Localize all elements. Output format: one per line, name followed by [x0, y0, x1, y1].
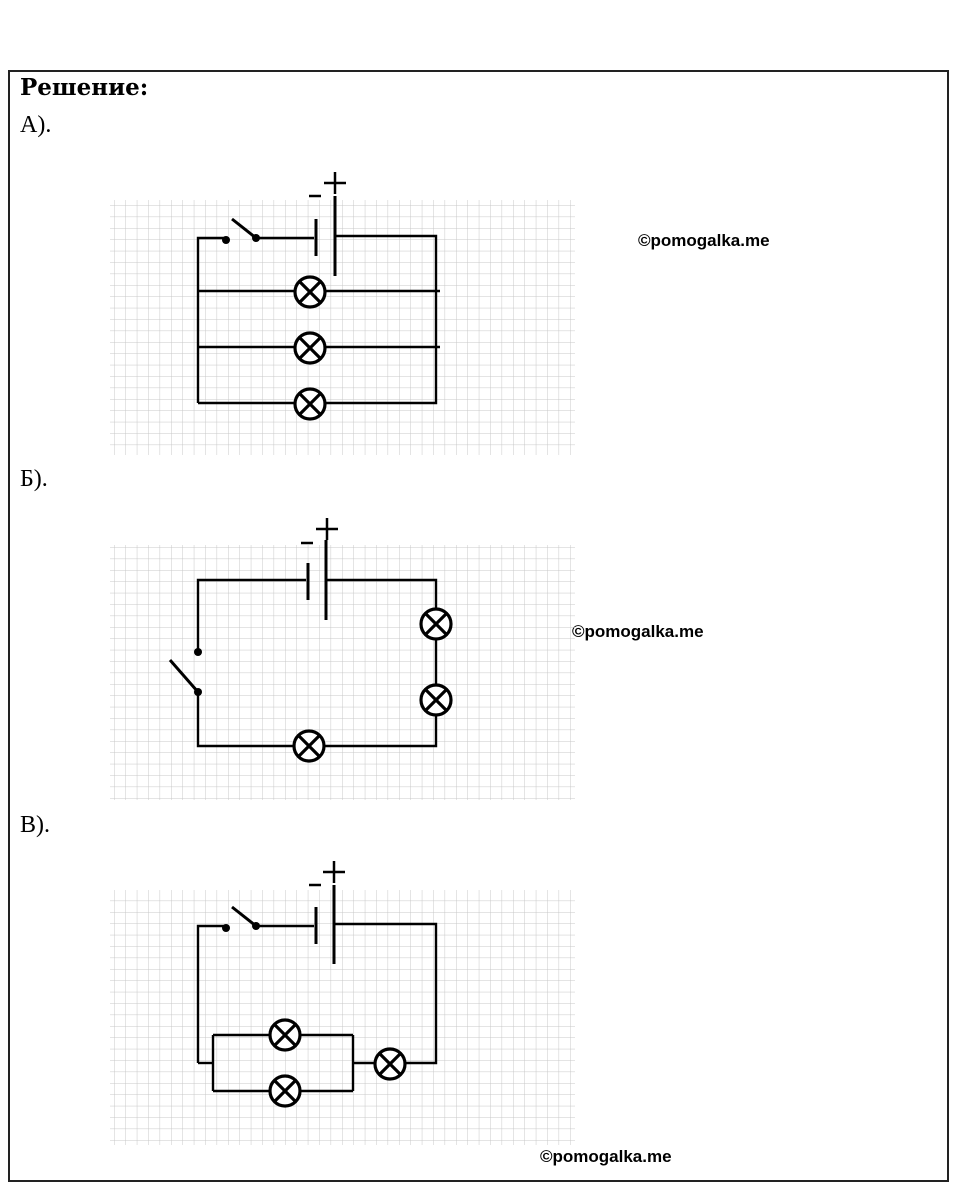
grid-background-a [110, 200, 575, 455]
watermark-a: ©pomogalka.me [638, 231, 770, 250]
grid-background-c [110, 890, 575, 1145]
part-c-label: В). [20, 812, 50, 838]
lamp-icon [419, 683, 453, 717]
battery-icon [309, 861, 345, 964]
watermark-c: ©pomogalka.me [540, 1147, 672, 1166]
lamp-icon [268, 1018, 302, 1052]
switch-icon [168, 648, 202, 696]
lamp-icon [268, 1074, 302, 1108]
lamp-icon [373, 1047, 407, 1081]
lamp-icon [293, 387, 327, 421]
lamp-icon [293, 275, 327, 309]
watermark-b: ©pomogalka.me [572, 622, 704, 641]
solution-frame [8, 70, 949, 1182]
circuit-b [196, 578, 438, 748]
grid-background-b [110, 545, 575, 800]
solution-heading: Решение: [20, 74, 149, 101]
lamp-icon [293, 331, 327, 365]
part-b-label: Б). [20, 466, 48, 492]
lamp-icon [419, 607, 453, 641]
switch-icon [222, 905, 260, 932]
switch-icon [222, 217, 260, 244]
lamp-icon [292, 729, 326, 763]
battery-icon [309, 172, 346, 276]
circuit-a [196, 234, 440, 405]
battery-icon [301, 518, 338, 620]
circuit-c [196, 922, 438, 1093]
part-a-label: А). [20, 112, 52, 138]
